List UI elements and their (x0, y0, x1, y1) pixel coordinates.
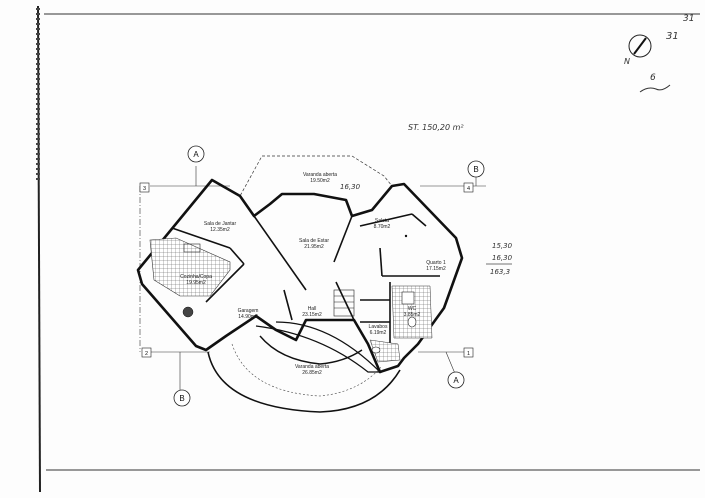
veranda-note: 16,30 (340, 183, 361, 191)
varanda-top-outline (239, 155, 393, 217)
room-lavabos-area: 6.19m2 (370, 330, 387, 336)
room-wc-name: WC (408, 306, 417, 312)
signature (639, 84, 671, 93)
grid-bubble-b-right: B (467, 160, 485, 178)
svg-text:1: 1 (467, 351, 470, 357)
area-note: ST. 150,20 m² (408, 123, 464, 132)
grid-square-1: 1 (463, 347, 474, 358)
exterior-walls (136, 178, 464, 374)
room-saleta-area: 8.70m2 (374, 224, 391, 230)
room-lavabos-name: Lavabos (369, 324, 388, 330)
sink-icon (371, 346, 381, 354)
room-garagem-area: 14.90m2 (238, 314, 258, 320)
room-quarto-name: Quarto 1 (426, 260, 446, 266)
grid-square-2: 2 (141, 347, 152, 358)
room-varanda-bottom-name: Varanda aberta (295, 364, 329, 370)
svg-text:4: 4 (467, 186, 470, 192)
svg-text:A: A (193, 150, 199, 159)
page-number: 31 (683, 14, 694, 24)
hall-arc (259, 335, 363, 365)
grid-bubble-a-bottom: A (447, 371, 465, 389)
room-garagem-name: Garagem (238, 308, 259, 314)
kitchen-counter-icon (183, 243, 201, 253)
room-varanda-bottom-area: 26.85m2 (302, 370, 322, 376)
north-arrow-icon (628, 34, 652, 58)
lavabo-tiles (369, 339, 401, 363)
room-wc-area: 3.85m2 (404, 312, 421, 318)
grid-square-3: 3 (139, 182, 150, 193)
stair-icon (333, 289, 355, 317)
room-cozinha-name: Cozinha/Copa (180, 274, 212, 280)
room-sala-estar-area: 21.95m2 (304, 244, 324, 250)
shower-icon (401, 291, 415, 305)
svg-text:2: 2 (145, 351, 148, 357)
cozinha-tiles (149, 237, 231, 297)
room-quarto-area: 17.15m2 (426, 266, 446, 272)
grid-square-4: 4 (463, 182, 474, 193)
svg-text:3: 3 (143, 186, 146, 192)
varanda-step-arc (231, 343, 383, 397)
grid-bubble-b-bottom: B (173, 389, 191, 407)
room-varanda-top-name: Varanda aberta (303, 172, 337, 178)
svg-text:A: A (453, 376, 459, 385)
initials: 6 (650, 73, 656, 83)
north-arrow-needle (633, 37, 647, 55)
room-sala-estar-name: Sala de Estar (299, 238, 329, 244)
room-cozinha-area: 19.95m2 (186, 280, 206, 286)
sheet-ref: 31 (666, 31, 679, 42)
svg-text:B: B (179, 394, 184, 403)
calc-line-3: 163,3 (490, 268, 510, 276)
calc-line-1: 15,30 (492, 242, 513, 250)
room-sala-jantar-name: Sala de Jantar (204, 221, 237, 227)
toilet-icon (407, 316, 417, 328)
north-letter: N (624, 57, 630, 66)
room-varanda-top-area: 19.50m2 (310, 178, 330, 184)
room-saleta-name: Saleta (375, 218, 389, 224)
binding-edge (37, 5, 41, 493)
room-hall-area: 23.15m2 (302, 312, 322, 318)
svg-text:B: B (473, 165, 478, 174)
varanda-outer-arc (207, 351, 401, 413)
interior-walls (171, 213, 440, 344)
calc-line-2: 16,30 (492, 254, 513, 262)
spiral-stair-icon (182, 306, 194, 318)
room-hall-name: Hall (308, 306, 317, 312)
varanda-inner-arc (255, 321, 382, 373)
grid-bubble-a-top: A (187, 145, 205, 163)
room-sala-jantar-area: 12.35m2 (210, 227, 230, 233)
